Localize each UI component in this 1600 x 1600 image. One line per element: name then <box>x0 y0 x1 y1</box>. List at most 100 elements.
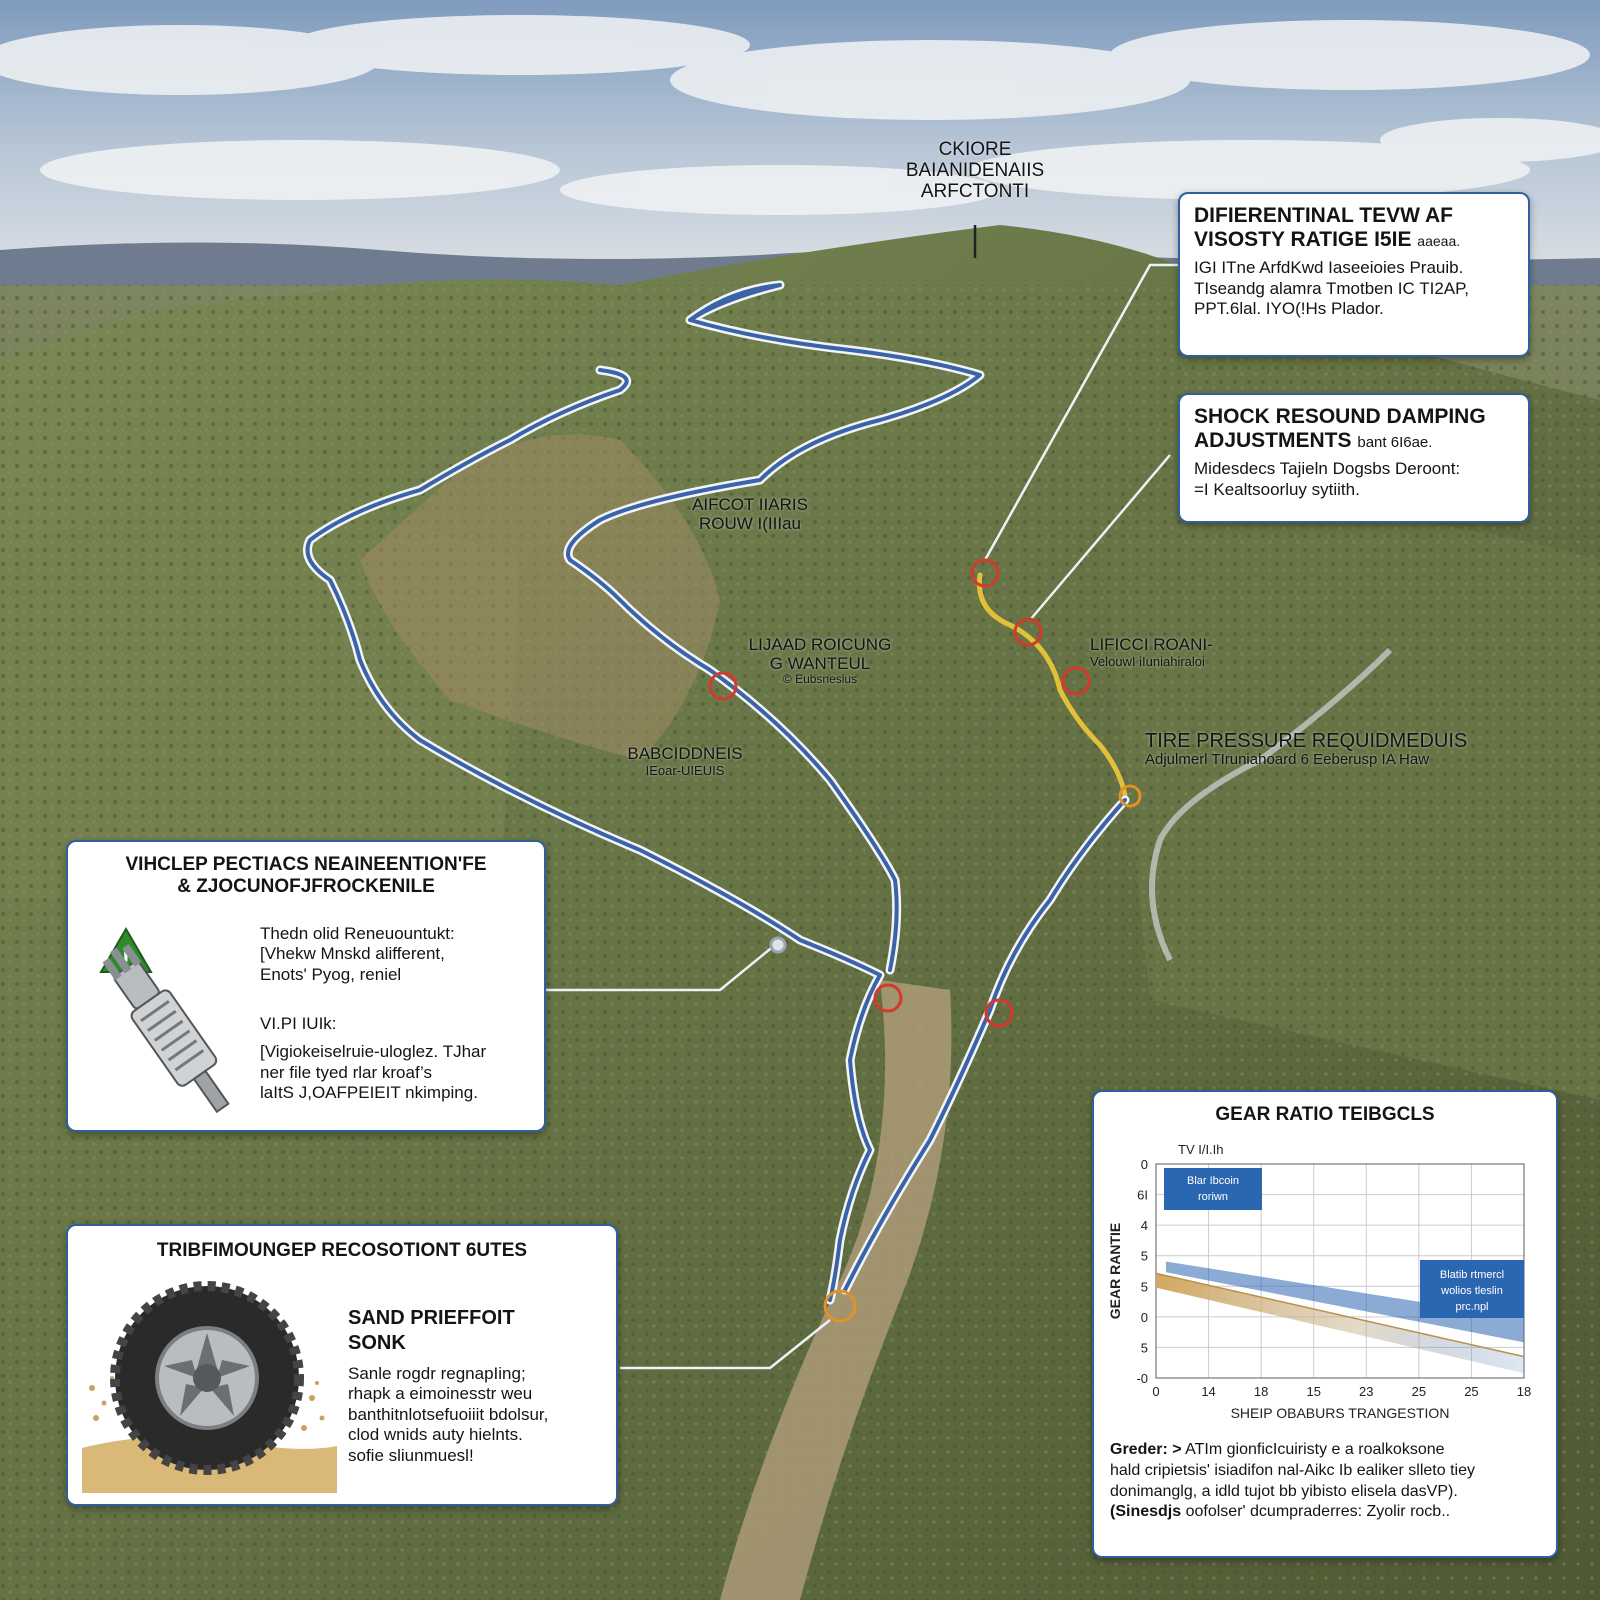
right-ridge-line1: LIFICCI ROANI- <box>1090 635 1213 654</box>
shock-line: Midesdecs Tajieln Dogsbs Deroont: <box>1194 459 1461 479</box>
mid-left-line1: LIJAAD ROICUNG <box>748 635 892 654</box>
leader-differential <box>983 263 1180 561</box>
legend-box-1 <box>1164 1168 1262 1210</box>
y-tick-label: 5 <box>1141 1340 1148 1355</box>
gear-footer-text: ATIm gionficIcuiristy e a roalkoksone <box>1185 1441 1445 1458</box>
x-tick-label: 0 <box>1152 1384 1159 1399</box>
clouds <box>0 15 1600 215</box>
traction-sub-line2: SONK <box>348 1332 406 1354</box>
differential-heading-line1: DIFIERENTINAL TEVW AF <box>1194 204 1453 227</box>
legend-label-2: prc.npl <box>1455 1301 1488 1313</box>
marker-red <box>970 558 1000 588</box>
y-tick-label: 4 <box>1141 1218 1148 1233</box>
gear-footer-line: hald cripietsis' isiadifon nal-Aikc Ib e… <box>1110 1461 1475 1479</box>
marker-red <box>1061 666 1091 696</box>
gear-panel-footer: Greder: > ATIm gionficIcuiristy e a roal… <box>1110 1440 1540 1523</box>
summit-label-line3: ARFCTONTI <box>920 180 1030 202</box>
tire-illustration <box>82 1281 337 1493</box>
legend-label-2: Blatib rtmercl <box>1440 1269 1504 1281</box>
x-tick-label: 18 <box>1254 1384 1268 1399</box>
marker-red <box>984 998 1014 1028</box>
legend-label-1-cont: roriwn <box>1198 1191 1228 1203</box>
gear-footer-text: oofolser' dcumpraderres: Zyolir rocb.. <box>1185 1503 1451 1521</box>
differential-heading-small: aaeaa. <box>1417 233 1461 250</box>
shock-heading: SHOCK RESOUND DAMPING ADJUSTMENTS bant 6… <box>1194 405 1514 453</box>
traction-panel-title: TRIBFIMOUNGEP RECOSOTIONT 6UTES <box>156 1240 528 1261</box>
traction-line: banthitnlotsefuoiiit bdolsur, <box>348 1404 549 1424</box>
differential-line: IGI ITne ArfdKwd Iaseeioies Prauib. <box>1194 258 1464 278</box>
y-tick-label: 0 <box>1141 1310 1148 1325</box>
vehicle-title-line1: VIHCLEP PECTIACS NEAINEENTION'FE <box>125 854 487 875</box>
gear-footer-line: (Sinesdjs oofolser' dcumpraderres: Zyoli… <box>1110 1502 1540 1523</box>
traction-sub-heading: SAND PRIEFFOIT SONK <box>348 1306 608 1356</box>
leader-vehicle <box>545 944 776 992</box>
shock-heading-line2: ADJUSTMENTS <box>1194 429 1352 453</box>
sand-spray <box>89 1376 325 1431</box>
differential-line: TIseandg alamra Tmotben IC TI2AP, <box>1194 278 1469 298</box>
marker-grey <box>769 936 787 954</box>
marker-red <box>873 983 903 1013</box>
vehicle-block2-head: VI.PI IUIk: <box>260 1014 337 1033</box>
y-tick-label: 5 <box>1141 1279 1148 1294</box>
vehicle-block1-line: [Vhekw Mnskd alifferent, <box>260 944 445 964</box>
series-band-blue <box>1166 1261 1524 1343</box>
gear-footer-bold: Greder: > <box>1110 1441 1182 1458</box>
shock-line: =I Kealtsoorluy sytiith. <box>1194 479 1360 499</box>
marker-red <box>708 671 738 701</box>
traction-sub-line1: SAND PRIEFFOIT <box>348 1307 515 1329</box>
differential-panel: DIFIERENTINAL TEVW AF VISOSTY RATIGE I5I… <box>1178 192 1530 357</box>
route-lines <box>303 280 1130 1305</box>
vehicle-block2: VI.PI IUIk: [Vigiokeiselruie-uloglez. TJ… <box>260 1014 486 1104</box>
center-ridge-label: AIFCOT IIARIS ROUW I(IIIau <box>640 495 860 533</box>
x-axis-label: SHEIP OBABURS TRANGESTION <box>1231 1405 1450 1421</box>
traction-line: sofie sliunmuesl! <box>348 1445 474 1465</box>
lower-left-line2: IEoar-UIEUIS <box>645 762 725 778</box>
gear-footer-bold: (Sinesdjs <box>1110 1503 1182 1521</box>
vehicle-block1-line: Thedn olid Reneuountukt: <box>260 924 455 943</box>
center-ridge-line2: ROUW I(IIIau <box>698 513 801 533</box>
traction-line: rhapk a eimoinesstr weu <box>348 1384 533 1404</box>
series-line-gold <box>1155 1272 1525 1358</box>
traction-text: SAND PRIEFFOIT SONK Sanle rogdr regnapIi… <box>348 1306 608 1466</box>
traction-line: Sanle rogdr regnapIing; <box>348 1364 526 1383</box>
traction-panel: TRIBFIMOUNGEP RECOSOTIONT 6UTES SAND PRI… <box>66 1224 618 1506</box>
center-ridge-line1: AIFCOT IIARIS <box>692 495 808 514</box>
vehicle-block1-line: Enots' Pyog, reniel <box>260 964 402 984</box>
summit-label: CKIORE BAIANIDENAIIS ARFCTONTI <box>860 139 1090 203</box>
tire-callout-heading: TIRE PRESSURE REQUIDMEDUIS <box>1145 730 1468 752</box>
traction-line: clod wnids auty hielnts. <box>348 1425 523 1445</box>
differential-line: PPT.6lal. IYO(!Hs Plador. <box>1194 299 1384 319</box>
vehicle-panel-title: VIHCLEP PECTIACS NEAINEENTION'FE & ZJOCU… <box>84 854 528 898</box>
tire-pressure-callout: TIRE PRESSURE REQUIDMEDUIS Adjulmerl TIr… <box>1145 730 1505 769</box>
x-tick-label: 18 <box>1517 1384 1531 1399</box>
vehicle-block2-line: ner file tyed rlar kroaf’s <box>260 1062 432 1082</box>
shock-damping-panel: SHOCK RESOUND DAMPING ADJUSTMENTS bant 6… <box>1178 393 1530 523</box>
x-tick-label: 25 <box>1464 1384 1478 1399</box>
right-ridge-line2: VelouwI iIuniahiraloi <box>1090 653 1205 669</box>
legend-box-2 <box>1420 1260 1524 1318</box>
stream <box>1149 647 1393 962</box>
vehicle-block2-line: [Vigiokeiselruie-uloglez. TJhar <box>260 1042 487 1062</box>
vehicle-panel: VIHCLEP PECTIACS NEAINEENTION'FE & ZJOCU… <box>66 840 546 1132</box>
leader-traction <box>620 1319 831 1370</box>
mid-left-line2: G WANTEUL <box>769 653 871 673</box>
y-unit-label: TV I/I.Ih <box>1178 1142 1224 1157</box>
y-tick-label: 0 <box>1141 1157 1148 1172</box>
y-tick-label: 6I <box>1137 1188 1148 1203</box>
leader-lines <box>545 225 1180 1370</box>
legend-label-1: Blar Ibcoin <box>1187 1175 1239 1187</box>
marker-orange <box>823 1289 857 1323</box>
x-tick-label: 23 <box>1359 1384 1373 1399</box>
mid-left-line3: © Eubsnesius <box>782 672 858 687</box>
shock-heading-small: bant 6I6ae. <box>1357 434 1433 452</box>
vehicle-block1: Thedn olid Reneuountukt: [Vhekw Mnskd al… <box>260 924 455 985</box>
marker-red <box>1013 617 1043 647</box>
y-axis-label: GEAR RANTIE <box>1107 1223 1123 1319</box>
gear-footer-line: Greder: > ATIm gionficIcuiristy e a roal… <box>1110 1440 1540 1461</box>
y-tick-label: -0 <box>1136 1371 1148 1386</box>
summit-label-line1: CKIORE <box>938 139 1012 160</box>
legend-label-2: wolios tleslin <box>1440 1285 1503 1297</box>
shock-absorber-illustration: ! <box>99 927 230 1114</box>
